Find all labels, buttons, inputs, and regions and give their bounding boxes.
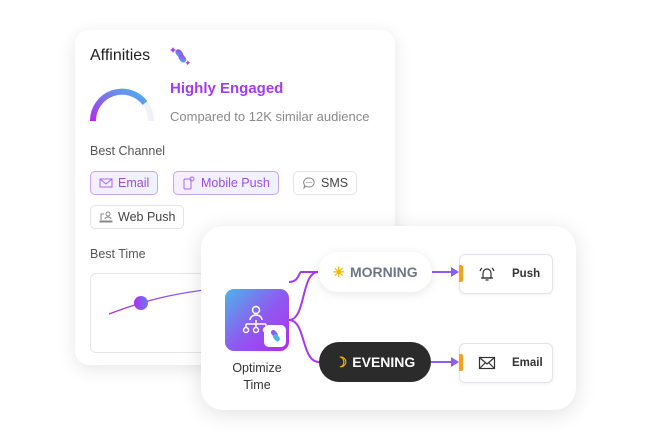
optimize-time-card: Optimize Time ☀ MORNING ☽ EVENING Push E… (201, 226, 576, 410)
branch-label: EVENING (352, 354, 416, 370)
chat-bubble-icon (303, 177, 315, 190)
channel-chip-sms[interactable]: SMS (293, 171, 358, 195)
channel-label: Web Push (118, 210, 176, 224)
destination-label: Push (512, 268, 541, 280)
channel-label: SMS (321, 176, 349, 190)
mobile-push-icon (183, 176, 195, 190)
moon-icon: ☽ (334, 353, 348, 370)
optimize-time-label: Optimize Time (232, 361, 282, 392)
morning-branch[interactable]: ☀ MORNING (318, 252, 432, 292)
ai-sparkle-icon (170, 47, 191, 66)
mail-icon (99, 178, 113, 188)
destination-push[interactable]: Push (459, 254, 553, 294)
bell-icon (479, 267, 495, 281)
hierarchy-icon (242, 305, 270, 334)
channel-chip-mobile-push[interactable]: Mobile Push (173, 171, 279, 195)
web-push-icon (99, 211, 113, 223)
destination-marker (459, 265, 463, 282)
destination-email[interactable]: Email (459, 343, 553, 383)
engagement-level: Highly Engaged (170, 80, 284, 97)
best-time-label: Best Time (90, 247, 146, 261)
channel-label: Mobile Push (201, 176, 270, 190)
ai-badge-icon (264, 325, 286, 347)
sun-icon: ☀ (332, 263, 345, 280)
best-channel-label: Best Channel (90, 144, 166, 158)
branch-label: MORNING (349, 264, 418, 280)
channel-chip-web-push[interactable]: Web Push (90, 205, 185, 229)
affinities-card: Affinities Highly Engaged Compared to 12… (75, 30, 395, 365)
optimize-time-node[interactable] (225, 289, 289, 351)
channel-label: Email (118, 176, 150, 190)
destination-label: Email (512, 357, 543, 369)
destination-marker (459, 354, 463, 371)
engagement-gauge (89, 88, 154, 122)
card-title: Affinities (90, 47, 151, 64)
channel-chip-email[interactable]: Email (90, 171, 159, 195)
evening-branch[interactable]: ☽ EVENING (319, 342, 431, 382)
mail-icon (478, 356, 496, 370)
comparison-text: Compared to 12K similar audience (170, 109, 370, 124)
